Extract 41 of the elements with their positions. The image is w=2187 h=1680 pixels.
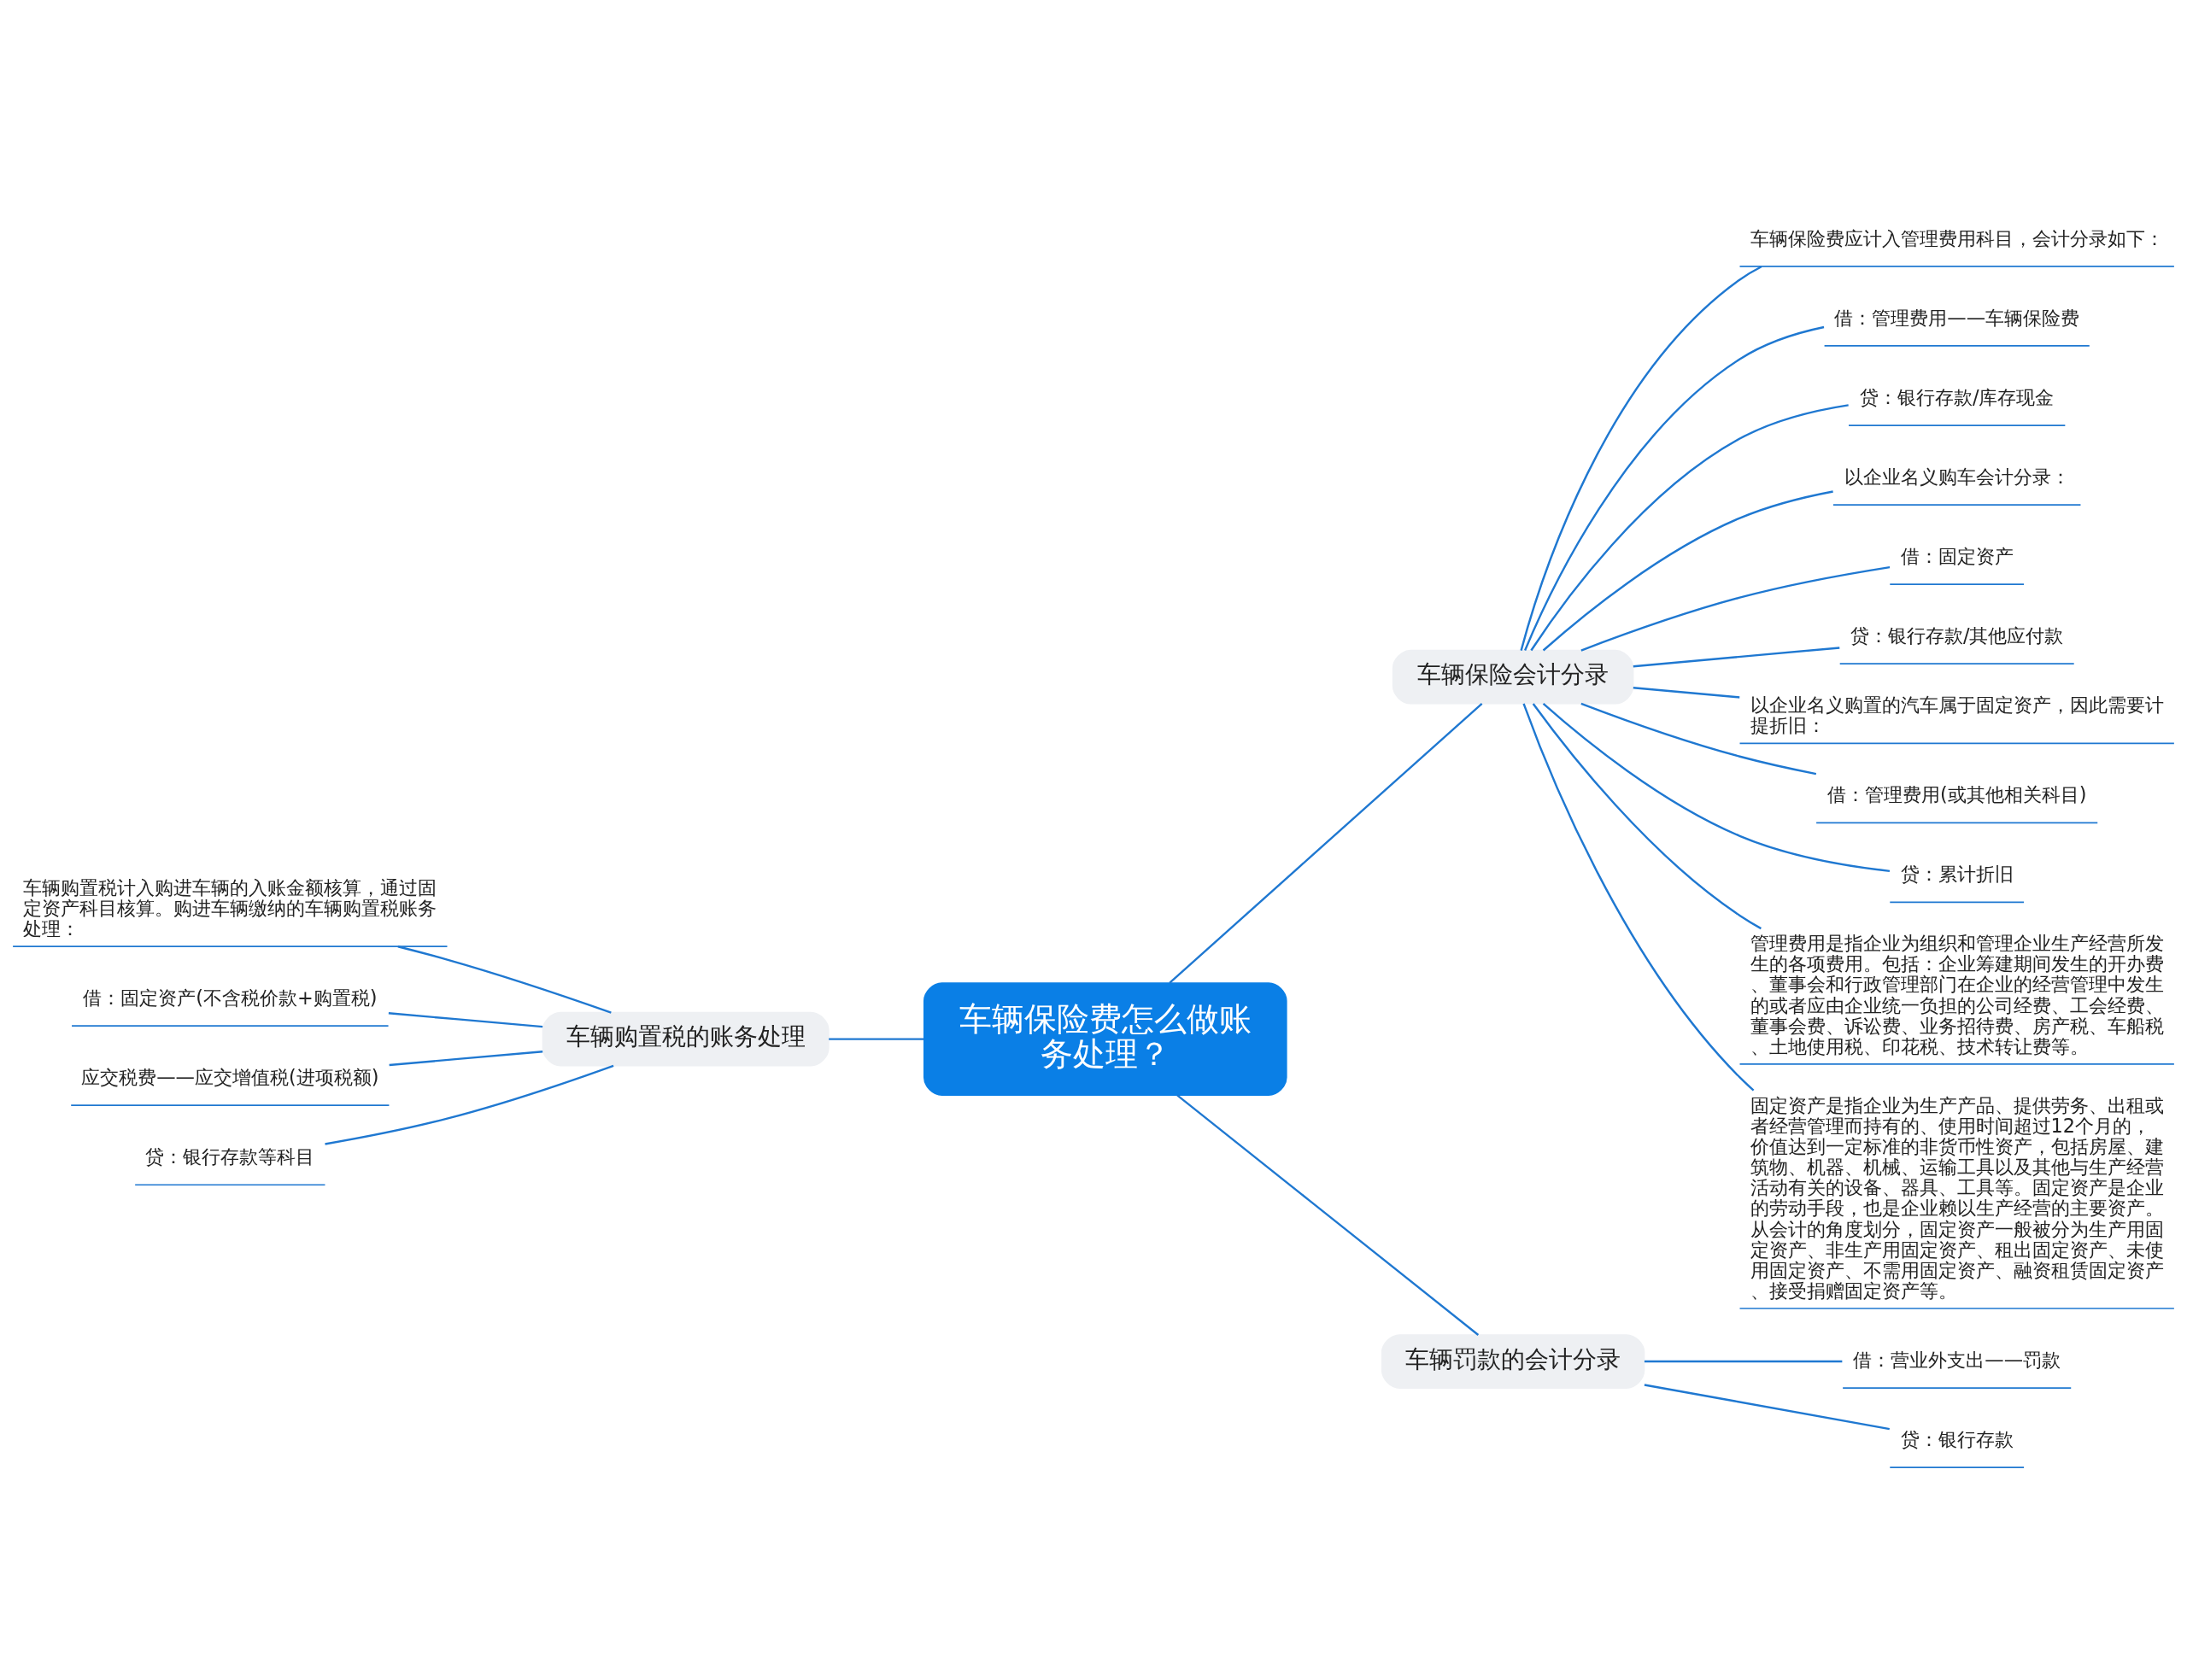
connector <box>1542 489 1833 651</box>
connector <box>1644 1383 1890 1430</box>
node-text: 贷：银行存款等科目 <box>145 1144 315 1168</box>
connector <box>1532 702 1762 929</box>
connector <box>1530 403 1849 651</box>
connector <box>1169 702 1483 984</box>
node-text: 以企业名义购置的汽车属于固定资产，因此需要计提折旧： <box>1750 693 2164 736</box>
connector <box>1644 1360 1843 1362</box>
node-text: 固定资产是指企业为生产产品、提供劳务、出租或者经营管理而持有的、使用时间超过12个月的，价值达到一定标准的非货币性资产，包括房屋、建筑物、机器、机械、运输工具以及其他与生产经营活动有关的设备、器具、工具等。固定资产是企业的劳动手段，也是企业赖以生产经营的主要资产。从会计的角度划分，固定资产一般被分为生产用固定资产、非生产用固定资产、租出固定资产、未使用固定资产、不需用固定资产、融资租赁固定资产、接受捐赠固定资产等。 <box>1750 1093 2164 1302</box>
connector <box>1580 702 1817 775</box>
connector <box>1522 702 1755 1091</box>
connector <box>388 1011 543 1027</box>
node-box: 车辆罚款的会计分录 <box>1381 1333 1645 1389</box>
node-text: 贷：银行存款 <box>1900 1427 2014 1450</box>
node-text: 贷：银行存款/其他应付款 <box>1850 623 2064 647</box>
node-text: 借：固定资产(不含税价款+购置税) <box>83 986 378 1009</box>
connector <box>1176 1093 1480 1336</box>
node-text: 车辆保险费应计入管理费用科目，会计分录如下： <box>1750 226 2164 249</box>
connector <box>829 1037 924 1040</box>
node-text: 贷：银行存款/库存现金 <box>1859 385 2055 408</box>
connector <box>325 1064 614 1145</box>
connector <box>1633 686 1740 699</box>
connector <box>1580 565 1891 652</box>
node-text: 车辆购置税计入购进车辆的入账金额核算，通过固定资产科目核算。购进车辆缴纳的车辆购置税账务处理： <box>23 875 437 940</box>
node-text: 借：管理费用——车辆保险费 <box>1834 306 2080 329</box>
node-text: 管理费用是指企业为组织和管理企业生产经营所发生的各项费用。包括：企业筹建期间发生的开办费、董事会和行政管理部门在企业的经营管理中发生的或者应由企业统一负担的公司经费、工会经费、董事会费、诉讼费、业务招待费、房产税、车船税、土地使用税、印花税、技术转让费等。 <box>1750 931 2164 1057</box>
connector <box>1520 265 1762 651</box>
connector <box>1633 646 1840 667</box>
node-text: 借：管理费用(或其他相关科目) <box>1826 782 2087 805</box>
connector <box>1542 702 1891 872</box>
node-text: 借：营业外支出——罚款 <box>1853 1348 2061 1371</box>
node-text: 应交税费——应交增值税(进项税额) <box>81 1065 379 1088</box>
connector <box>389 1050 543 1066</box>
connector <box>397 945 612 1014</box>
node-box: 车辆保险费怎么做账务处理？ <box>923 981 1287 1096</box>
node-text: 借：固定资产 <box>1900 544 2014 567</box>
node-box: 车辆保险会计分录 <box>1392 649 1634 705</box>
connector <box>1524 325 1825 651</box>
node-box: 车辆购置税的账务处理 <box>542 1011 830 1066</box>
node-text: 以企业名义购车会计分录： <box>1844 465 2070 488</box>
node-text: 贷：累计折旧 <box>1900 862 2014 885</box>
